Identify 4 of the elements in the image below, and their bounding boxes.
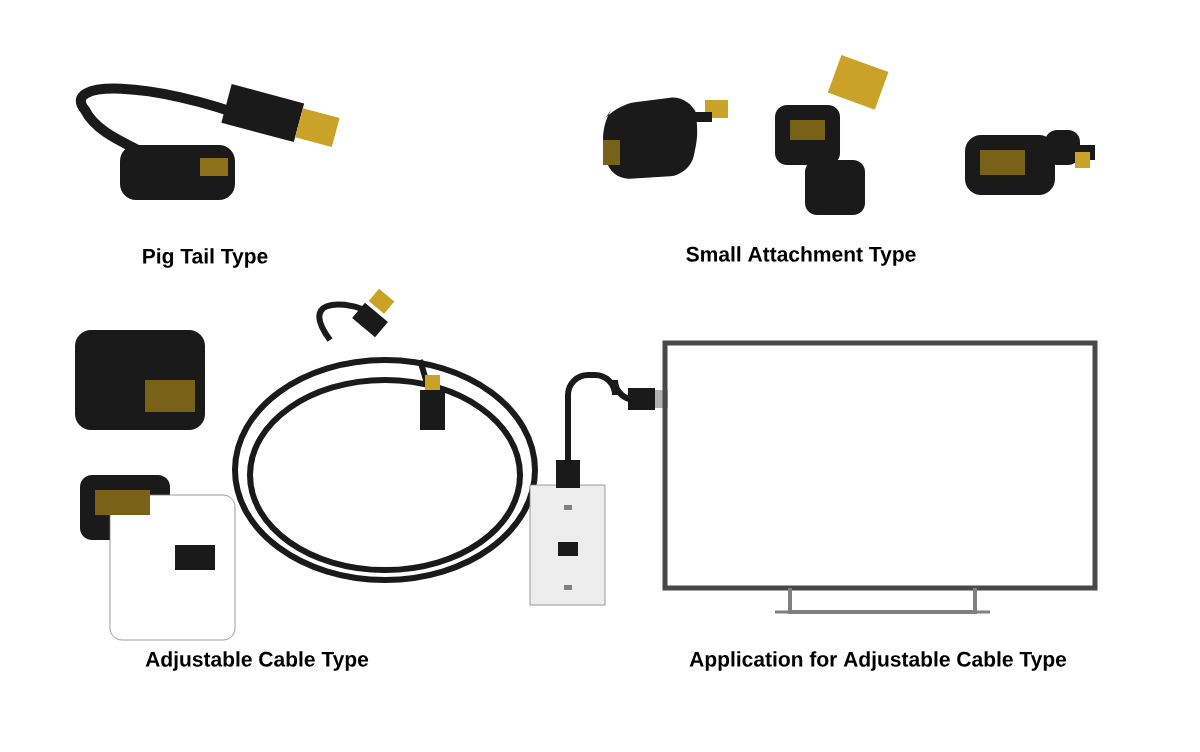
caption: Small Attachment Type — [686, 246, 916, 266]
caption: Application for Adjustable Cable Type — [689, 651, 1067, 671]
caption: Adjustable Cable Type — [145, 651, 369, 671]
caption: Pig Tail Type — [143, 248, 268, 268]
